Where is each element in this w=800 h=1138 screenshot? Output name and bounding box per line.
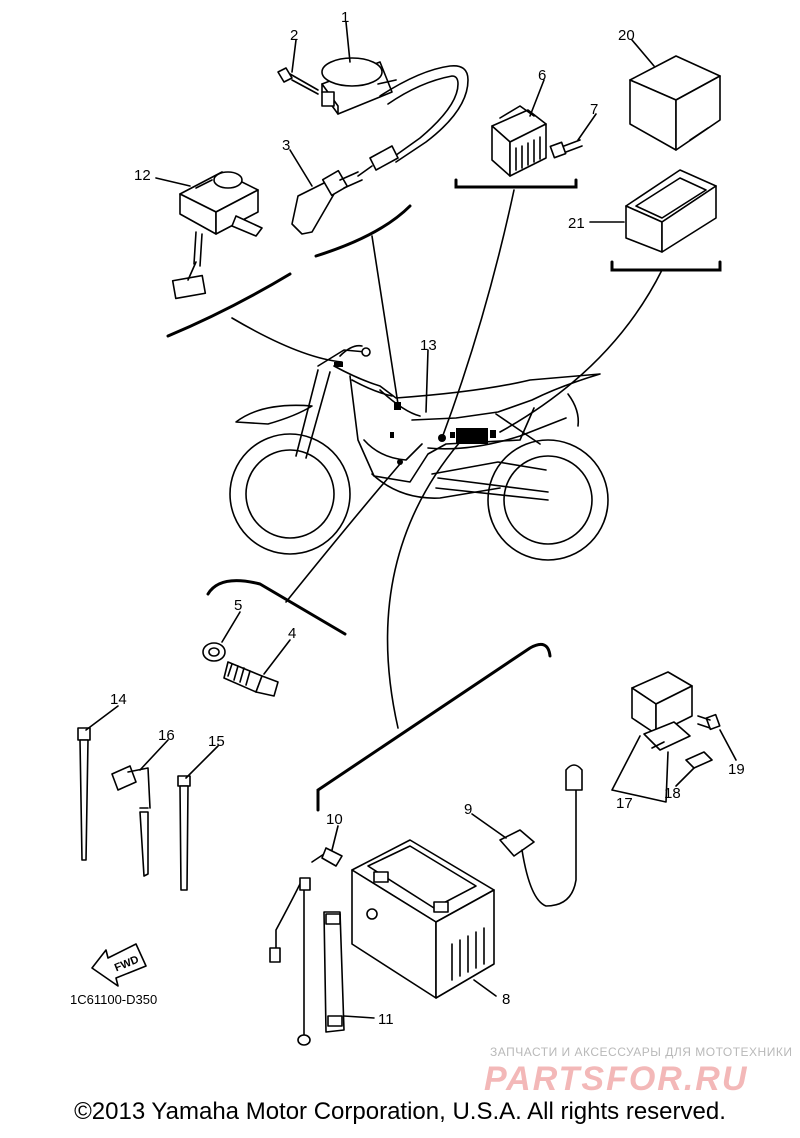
watermark-tagline: ЗАПЧАСТИ И АКСЕССУАРЫ ДЛЯ МОТОТЕХНИКИ bbox=[490, 1045, 792, 1059]
wire-holder[interactable] bbox=[111, 765, 151, 877]
fwd-arrow-icon: FWD bbox=[91, 943, 147, 987]
callout-3: 3 bbox=[282, 137, 290, 154]
callout-numbers: 1 2 3 6 7 20 21 12 13 5 4 14 16 15 17 18… bbox=[110, 9, 745, 1028]
callout-18: 18 bbox=[664, 785, 681, 802]
coil-bolt[interactable] bbox=[277, 67, 319, 95]
callout-21: 21 bbox=[568, 215, 585, 232]
watermark: ЗАПЧАСТИ И АКСЕССУАРЫ ДЛЯ МОТОТЕХНИКИ PA… bbox=[484, 1045, 792, 1098]
relay-bolt[interactable] bbox=[697, 713, 721, 731]
callout-4: 4 bbox=[288, 625, 296, 642]
starter-relay[interactable] bbox=[631, 671, 693, 751]
callout-5: 5 bbox=[234, 597, 242, 614]
cable-tie-short[interactable] bbox=[177, 775, 191, 891]
callout-11: 11 bbox=[378, 1011, 394, 1028]
battery-band[interactable] bbox=[323, 911, 345, 1033]
neutral-switch[interactable] bbox=[223, 661, 279, 697]
callout-14: 14 bbox=[110, 691, 127, 708]
callout-13: 13 bbox=[420, 337, 437, 354]
callout-16: 16 bbox=[158, 727, 175, 744]
minus-lead[interactable] bbox=[269, 847, 343, 1046]
motorcycle-outline bbox=[229, 344, 609, 561]
callout-2: 2 bbox=[290, 27, 298, 44]
spark-plug-cap[interactable] bbox=[291, 169, 363, 235]
callout-leader-lines bbox=[85, 21, 737, 1019]
engine-stop-switch[interactable] bbox=[171, 171, 263, 300]
battery-cable[interactable] bbox=[499, 764, 583, 907]
ignition-coil[interactable] bbox=[321, 57, 469, 177]
regulator-bolt[interactable] bbox=[549, 139, 583, 159]
callout-7: 7 bbox=[590, 101, 598, 118]
callout-19: 19 bbox=[728, 761, 745, 778]
watermark-brand: PARTSFOR.RU bbox=[484, 1060, 748, 1098]
cdi-unit[interactable] bbox=[629, 55, 721, 151]
rectifier-regulator[interactable] bbox=[491, 105, 547, 177]
callout-1: 1 bbox=[341, 9, 349, 26]
callout-12: 12 bbox=[134, 167, 151, 184]
callout-10: 10 bbox=[326, 811, 343, 828]
callout-8: 8 bbox=[502, 991, 510, 1008]
callout-17: 17 bbox=[616, 795, 633, 812]
relay-fuse[interactable] bbox=[685, 751, 713, 769]
diagram-code: 1C61100-D350 bbox=[70, 992, 157, 1007]
callout-9: 9 bbox=[464, 801, 472, 818]
callout-20: 20 bbox=[618, 27, 635, 44]
battery[interactable] bbox=[351, 839, 495, 999]
callout-6: 6 bbox=[538, 67, 546, 84]
callout-15: 15 bbox=[208, 733, 225, 750]
neutral-switch-gasket[interactable] bbox=[202, 642, 226, 662]
copyright-notice: ©2013 Yamaha Motor Corporation, U.S.A. A… bbox=[74, 1098, 726, 1125]
cdi-band[interactable] bbox=[625, 169, 717, 253]
cable-tie-long[interactable] bbox=[77, 727, 91, 861]
